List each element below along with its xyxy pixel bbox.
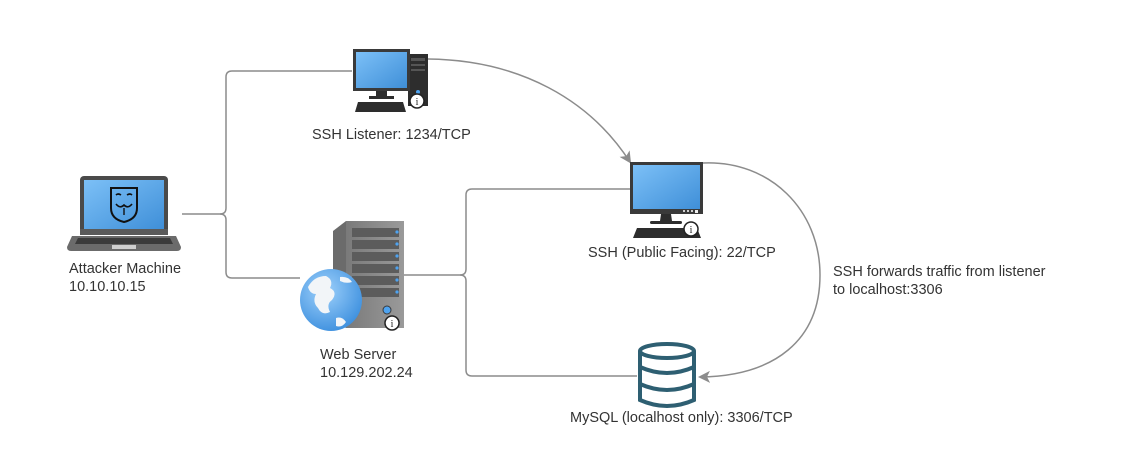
ssh-listener-label: SSH Listener: 1234/TCP: [312, 127, 471, 143]
attacker-laptop-icon[interactable]: [67, 176, 181, 251]
database-icon[interactable]: [638, 342, 696, 408]
attacker-ip: 10.10.10.15: [69, 279, 146, 295]
ssh-listener-desktop-icon[interactable]: i: [353, 49, 428, 112]
edge-attacker-to-webserver[interactable]: [219, 213, 300, 279]
info-icon[interactable]: i: [409, 93, 425, 109]
edge-listener-to-ssh-public[interactable]: [427, 58, 632, 164]
web-server-name: Web Server: [320, 347, 397, 363]
info-icon[interactable]: i: [683, 221, 699, 237]
ssh-public-label: SSH (Public Facing): 22/TCP: [588, 245, 776, 261]
svg-text:i: i: [416, 97, 419, 108]
svg-text:i: i: [391, 319, 394, 330]
svg-text:i: i: [690, 225, 693, 236]
mysql-label: MySQL (localhost only): 3306/TCP: [570, 410, 793, 426]
globe-icon: [300, 269, 362, 331]
edge-webserver-to-ssh-public[interactable]: [404, 188, 630, 276]
attacker-label: Attacker Machine 10.10.10.15: [69, 260, 181, 296]
ssh-public-desktop-icon[interactable]: i: [630, 162, 703, 238]
connectors: [182, 58, 821, 383]
attacker-name: Attacker Machine: [69, 261, 182, 277]
web-server-ip: 10.129.202.24: [320, 365, 413, 381]
edge-webserver-to-mysql[interactable]: [459, 274, 637, 377]
edge-ssh-public-to-mysql[interactable]: [698, 162, 821, 383]
web-server-icon[interactable]: i: [300, 221, 404, 331]
anonymous-mask-icon: [110, 187, 138, 224]
forwarding-annotation: SSH forwards traffic from listener to lo…: [833, 263, 1045, 299]
info-icon[interactable]: i: [384, 315, 400, 331]
web-server-label: Web Server 10.129.202.24: [320, 346, 413, 382]
annotation-line-1: SSH forwards traffic from listener: [833, 264, 1046, 280]
annotation-line-2: to localhost:3306: [833, 282, 943, 298]
